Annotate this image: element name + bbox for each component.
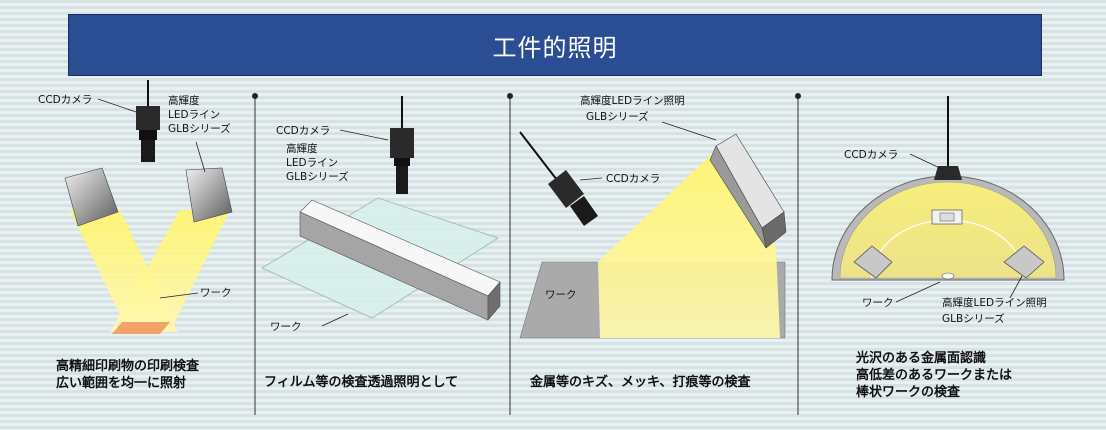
panel-4: CCDカメラ ワーク 高輝度LEDライン照明 GLBシリーズ 光沢のある金属面認… — [831, 96, 1065, 400]
work-label: ワーク — [200, 287, 232, 299]
panel-3: 高輝度LEDライン照明 GLBシリーズ CCDカメラ ワーク 金属等のキズ、メッ… — [519, 94, 787, 390]
light-beams — [70, 210, 230, 334]
caption-line: 高低差のあるワークまたは — [856, 367, 1012, 383]
ccd-camera-icon — [136, 80, 160, 162]
light-label-line: 高輝度 — [168, 94, 200, 107]
caption-line: 棒状ワークの検査 — [856, 384, 961, 400]
camera-label: CCDカメラ — [276, 125, 330, 137]
light-label-line: GLBシリーズ — [168, 122, 231, 135]
led-line-light-left — [64, 167, 119, 227]
led-line-light-right — [185, 167, 233, 223]
light-label-line: 高輝度LEDライン照明 — [580, 94, 685, 107]
caption-line: フィルム等の検査透過照明として — [264, 374, 458, 390]
title-banner: 工件的照明 — [68, 14, 1042, 76]
led-line-light-bar — [299, 199, 501, 321]
light-label-line: LEDライン — [168, 109, 220, 121]
camera-label: CCDカメラ — [38, 94, 92, 106]
panel-divider — [795, 93, 801, 415]
dome-light — [831, 175, 1065, 281]
light-label-line: LEDライン — [286, 157, 338, 169]
caption-line: 広い範囲を均一に照射 — [56, 375, 186, 391]
panel-2: CCDカメラ 高輝度 LEDライン GLBシリーズ ワーク フィルム等の検査透過… — [260, 96, 501, 390]
panel-divider — [252, 93, 258, 415]
light-label-line: GLBシリーズ — [586, 110, 649, 123]
panel-divider — [507, 93, 513, 415]
ccd-camera-icon — [934, 96, 962, 180]
ccd-camera-icon — [390, 96, 414, 194]
caption-line: 高精細印刷物の印刷検査 — [56, 358, 200, 374]
page-title: 工件的照明 — [492, 33, 618, 62]
caption-line: 光沢のある金属面認識 — [855, 350, 986, 366]
led-line-light-angled — [709, 133, 787, 249]
ccd-camera-icon — [519, 131, 598, 226]
light-label-line: 高輝度 — [286, 142, 318, 155]
light-label-line: 高輝度LEDライン照明 — [942, 296, 1047, 309]
work-label: ワーク — [862, 297, 894, 309]
camera-label: CCDカメラ — [844, 149, 898, 161]
caption-line: 金属等のキズ、メッキ、打痕等の検査 — [529, 374, 751, 390]
work-label: ワーク — [545, 289, 577, 301]
work-label: ワーク — [270, 321, 302, 333]
light-label-line: GLBシリーズ — [942, 312, 1005, 325]
panel-1: CCDカメラ 高輝度 LEDライン GLBシリーズ ワーク 高精細印刷物の印刷検… — [38, 80, 233, 391]
light-label-line: GLBシリーズ — [286, 170, 349, 183]
camera-label: CCDカメラ — [606, 173, 660, 185]
